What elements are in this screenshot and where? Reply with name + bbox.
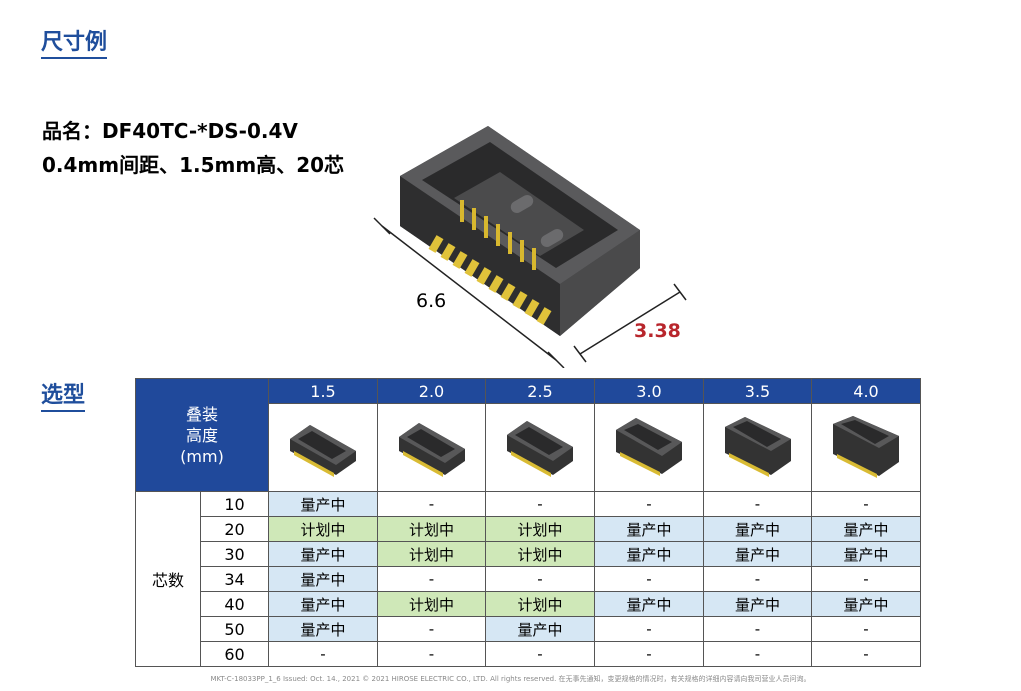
product-thumbnail-cell (268, 403, 378, 492)
height-header: 2.0 (377, 378, 486, 404)
status-cell: - (485, 641, 595, 667)
status-cell: - (268, 641, 378, 667)
status-cell: 计划中 (377, 541, 486, 567)
product-name: 品名：DF40TC-*DS-0.4V (42, 119, 298, 143)
connector-3d-render (373, 126, 687, 368)
product-spec: 0.4mm间距、1.5mm高、20芯 (42, 153, 345, 177)
pin-count: 30 (200, 541, 269, 567)
status-cell: 计划中 (377, 591, 486, 617)
pin-count: 50 (200, 616, 269, 642)
status-cell: 计划中 (377, 516, 486, 542)
status-cell: 量产中 (811, 591, 921, 617)
status-cell: 计划中 (485, 516, 595, 542)
status-cell: 计划中 (268, 516, 378, 542)
product-thumbnail-cell (703, 403, 812, 492)
selection-section-title: 选型 (41, 383, 86, 412)
product-thumbnail (724, 416, 791, 477)
status-cell: 计划中 (485, 591, 595, 617)
height-header: 3.0 (594, 378, 704, 404)
status-cell: 量产中 (268, 541, 378, 567)
status-cell: - (594, 491, 704, 517)
product-thumbnail-cell (485, 403, 595, 492)
height-header: 3.5 (703, 378, 812, 404)
status-cell: 量产中 (268, 616, 378, 642)
pin-count: 10 (200, 491, 269, 517)
footer-note: MKT-C-18033PP_1_6 Issued: Oct. 14., 2021… (210, 675, 811, 683)
status-cell: 量产中 (703, 541, 812, 567)
length-dimension: 6.6 (416, 290, 447, 312)
status-cell: - (594, 616, 704, 642)
status-cell: - (594, 641, 704, 667)
product-thumbnail-cell (594, 403, 704, 492)
corner-line-1: 叠装 (185, 404, 218, 424)
pin-count: 40 (200, 591, 269, 617)
status-cell: 量产中 (594, 541, 704, 567)
status-cell: - (485, 566, 595, 592)
product-thumbnail-cell (811, 403, 921, 492)
status-cell: 量产中 (594, 516, 704, 542)
product-thumbnail (398, 422, 465, 477)
product-thumbnail (833, 415, 899, 478)
status-cell: 量产中 (811, 516, 921, 542)
table-row: 60------ (136, 641, 921, 667)
height-header: 2.5 (485, 378, 595, 404)
status-cell: - (703, 491, 812, 517)
status-cell: 量产中 (703, 591, 812, 617)
product-thumbnail-cell (377, 403, 486, 492)
pin-count: 60 (200, 641, 269, 667)
product-thumbnail (507, 420, 573, 477)
status-cell: - (703, 641, 812, 667)
product-thumbnail (290, 424, 356, 477)
status-cell: - (377, 641, 486, 667)
height-header: 1.5 (268, 378, 378, 404)
width-dimension: 3.38 (634, 320, 681, 342)
status-cell: - (703, 566, 812, 592)
status-cell: - (377, 616, 486, 642)
status-cell: - (377, 491, 486, 517)
corner-line-2: 高度 (185, 425, 218, 445)
status-cell: 量产中 (268, 491, 378, 517)
status-cell: - (377, 566, 486, 592)
status-cell: - (594, 566, 704, 592)
status-cell: 计划中 (485, 541, 595, 567)
pin-count: 20 (200, 516, 269, 542)
dimensions-section-title: 尺寸例 (41, 30, 108, 59)
stack-height-header: 叠装 高度 (mm) (135, 378, 269, 492)
status-cell: 量产中 (485, 616, 595, 642)
status-cell: 量产中 (594, 591, 704, 617)
status-cell: - (703, 616, 812, 642)
height-header: 4.0 (811, 378, 921, 404)
pin-count: 34 (200, 566, 269, 592)
status-cell: 量产中 (811, 541, 921, 567)
pin-count-group-label: 芯数 (135, 491, 201, 667)
corner-line-3: (mm) (180, 446, 224, 466)
status-cell: 量产中 (268, 591, 378, 617)
status-cell: - (811, 616, 921, 642)
status-cell: 量产中 (703, 516, 812, 542)
product-thumbnail (616, 417, 682, 476)
status-cell: - (811, 491, 921, 517)
status-cell: 量产中 (268, 566, 378, 592)
status-cell: - (811, 641, 921, 667)
status-cell: - (485, 491, 595, 517)
status-cell: - (811, 566, 921, 592)
